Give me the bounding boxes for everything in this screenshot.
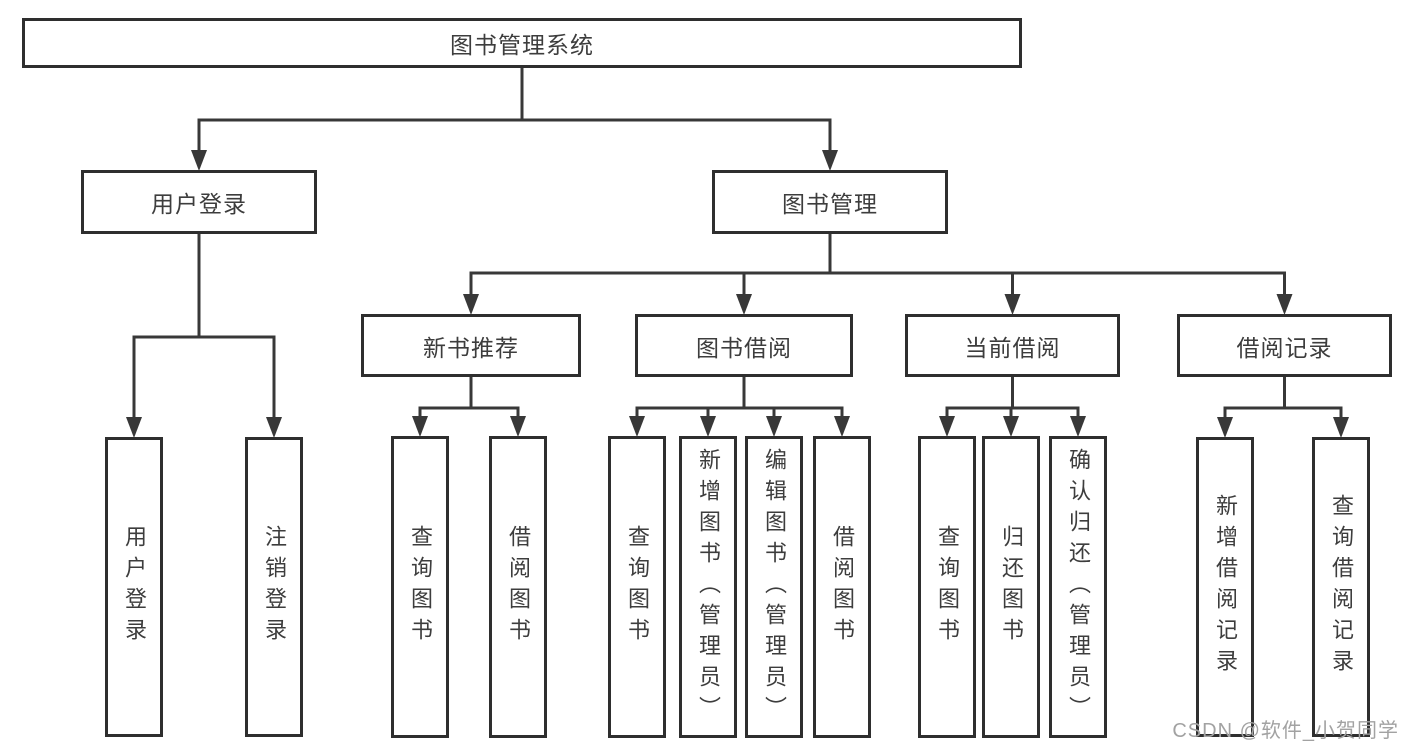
node-label-leaf-br-query: 查询借阅记录 (1329, 494, 1354, 680)
node-label-leaf-cb-return: 归还图书 (999, 525, 1024, 649)
node-label-leaf-br-add: 新增借阅记录 (1213, 494, 1238, 680)
node-label-root: 图书管理系统 (450, 32, 594, 58)
diagram-node-leaf-bb-add: 新增图书（管理员） (679, 436, 737, 738)
node-label-user-login: 用户登录 (151, 191, 247, 217)
node-label-leaf-logout: 注销登录 (262, 525, 287, 649)
diagram-node-book-borrow: 图书借阅 (635, 314, 853, 377)
node-label-leaf-nbr-borrow: 借阅图书 (506, 525, 531, 649)
diagram-node-leaf-br-add: 新增借阅记录 (1196, 437, 1254, 737)
node-label-leaf-bb-query: 查询图书 (625, 525, 650, 649)
diagram-node-leaf-logout: 注销登录 (245, 437, 303, 737)
diagram-node-leaf-user-login: 用户登录 (105, 437, 163, 737)
diagram-node-leaf-nbr-query: 查询图书 (391, 436, 449, 738)
node-label-current-borrow: 当前借阅 (964, 334, 1061, 361)
diagram-node-borrow-records: 借阅记录 (1177, 314, 1392, 377)
node-label-leaf-bb-borrow: 借阅图书 (830, 525, 855, 649)
diagram-node-leaf-cb-confirm: 确认归还（管理员） (1049, 436, 1107, 738)
diagram-node-leaf-cb-query: 查询图书 (918, 436, 976, 738)
diagram-node-leaf-br-query: 查询借阅记录 (1312, 437, 1370, 737)
diagram-node-leaf-bb-borrow: 借阅图书 (813, 436, 871, 738)
node-label-leaf-user-login: 用户登录 (122, 525, 147, 649)
diagram-node-current-borrow: 当前借阅 (905, 314, 1120, 377)
node-label-new-book-rec: 新书推荐 (423, 334, 519, 361)
diagram-node-leaf-bb-edit: 编辑图书（管理员） (745, 436, 803, 738)
diagram-node-book-mgmt: 图书管理 (712, 170, 948, 234)
diagram-node-leaf-cb-return: 归还图书 (982, 436, 1040, 738)
node-label-leaf-cb-query: 查询图书 (935, 525, 960, 649)
diagram-node-new-book-rec: 新书推荐 (361, 314, 581, 377)
node-label-leaf-bb-edit: 编辑图书（管理员） (762, 447, 787, 727)
node-label-book-mgmt: 图书管理 (782, 191, 878, 217)
diagram-node-root: 图书管理系统 (22, 18, 1022, 68)
diagram-node-leaf-bb-query: 查询图书 (608, 436, 666, 738)
diagram-node-leaf-nbr-borrow: 借阅图书 (489, 436, 547, 738)
node-label-borrow-records: 借阅记录 (1236, 334, 1333, 361)
watermark-text: CSDN @软件_小贺同学 (1172, 720, 1399, 742)
node-label-leaf-bb-add: 新增图书（管理员） (696, 447, 721, 727)
node-label-book-borrow: 图书借阅 (696, 334, 792, 361)
diagram-node-user-login: 用户登录 (81, 170, 317, 234)
node-label-leaf-cb-confirm: 确认归还（管理员） (1066, 447, 1091, 727)
node-label-leaf-nbr-query: 查询图书 (408, 525, 433, 649)
